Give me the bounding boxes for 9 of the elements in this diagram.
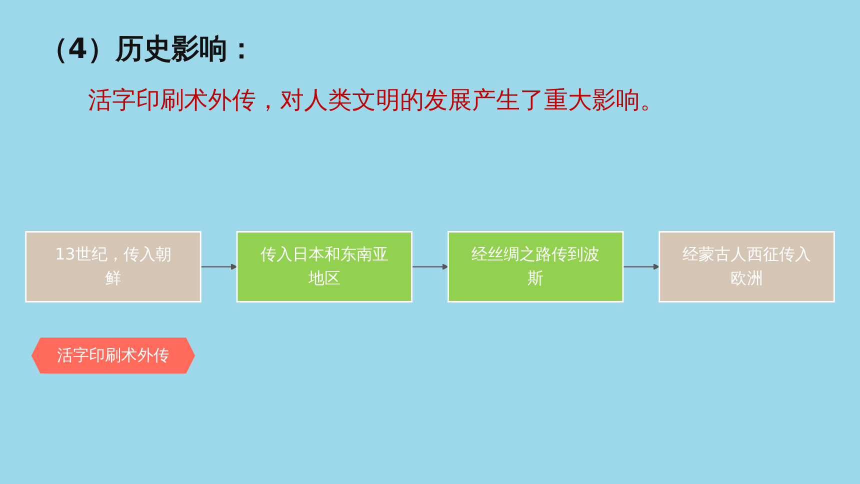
- node-box: 经蒙古人西征传入欧洲: [658, 231, 835, 302]
- arrow: [622, 264, 660, 270]
- arrow: [412, 264, 448, 270]
- arrow: [200, 264, 238, 270]
- heading: （4）历史影响：: [40, 31, 256, 67]
- node-box: 13世纪，传入朝鲜: [25, 231, 202, 302]
- summary-sentence: 活字印刷术外传，对人类文明的发展产生了重大影响。: [88, 85, 664, 116]
- node-box: 经丝绸之路传到波斯: [447, 231, 624, 302]
- node-box: 传入日本和东南亚地区: [236, 231, 413, 302]
